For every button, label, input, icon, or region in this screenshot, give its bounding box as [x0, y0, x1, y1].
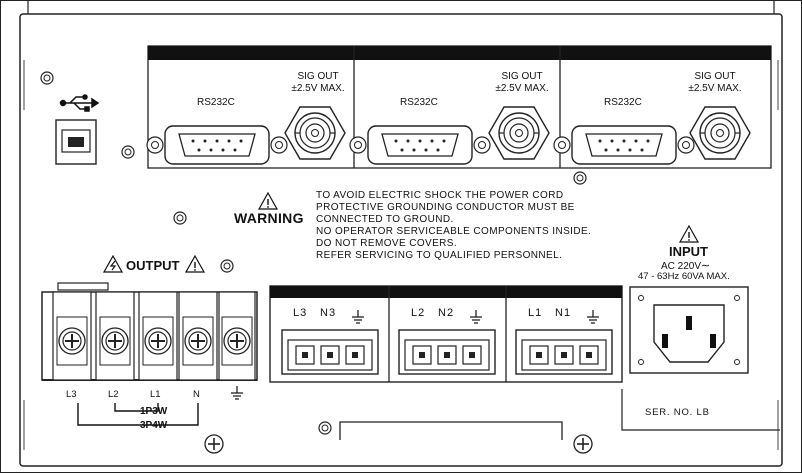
- serial-number-label: SER. NO. LB: [645, 407, 710, 418]
- sig-out-title: SIG OUT: [501, 71, 543, 82]
- output-terminal-l3[interactable]: [58, 327, 86, 355]
- warning-line: REFER SERVICING TO QUALIFIED PERSONNEL.: [316, 250, 563, 261]
- input-voltage-row: AC 220V∼: [661, 259, 710, 272]
- sig-out-range: ±2.5V MAX.: [291, 83, 345, 94]
- warning-line: NO OPERATOR SERVICEABLE COMPONENTS INSID…: [316, 226, 592, 237]
- ground-screw[interactable]: [204, 434, 224, 454]
- panel-screw: [573, 171, 587, 185]
- rs232c-connector[interactable]: [553, 125, 695, 165]
- terminal-label-l3: L3: [66, 389, 77, 400]
- input-label-line: L3: [293, 307, 308, 319]
- usb-icon: [59, 94, 100, 112]
- input-label-neutral: N2: [438, 307, 455, 319]
- sig-out-range: ±2.5V MAX.: [688, 83, 742, 94]
- terminal-label-l1: L1: [150, 389, 161, 400]
- sig-out-title: SIG OUT: [297, 71, 339, 82]
- ac-inlet[interactable]: [629, 286, 749, 374]
- panel-screw: [318, 421, 332, 435]
- rs232c-label: RS232C: [197, 97, 235, 108]
- output-title: OUTPUT: [126, 258, 180, 273]
- config-3p4w-label: 3P4W: [140, 420, 168, 431]
- output-terminal-l1[interactable]: [144, 327, 172, 355]
- ground-screw[interactable]: [573, 434, 593, 454]
- rs232c-connector[interactable]: [349, 125, 491, 165]
- input-voltage: AC 220V: [661, 261, 702, 272]
- warning-line: PROTECTIVE GROUNDING CONDUCTOR MUST BE: [316, 202, 575, 213]
- input-socket-l3[interactable]: [281, 329, 379, 375]
- terminal-label-l2: L2: [108, 389, 119, 400]
- warning-line: TO AVOID ELECTRIC SHOCK THE POWER CORD: [316, 190, 564, 201]
- sig-out-label: SIG OUT ±2.5V MAX.: [492, 71, 552, 95]
- input-label-line: L1: [528, 307, 543, 319]
- sig-out-range: ±2.5V MAX.: [495, 83, 549, 94]
- ac-wave-icon: ∼: [701, 260, 711, 272]
- output-terminal-n[interactable]: [184, 327, 212, 355]
- sig-out-title: SIG OUT: [694, 71, 736, 82]
- output-terminal-ground[interactable]: [223, 327, 251, 355]
- rs232c-connector[interactable]: [146, 125, 288, 165]
- bottom-plate: [339, 421, 563, 440]
- wiring-config-brackets: [77, 403, 199, 426]
- warning-line: DO NOT REMOVE COVERS.: [316, 238, 458, 249]
- rs232c-label: RS232C: [604, 97, 642, 108]
- input-label-neutral: N1: [555, 307, 572, 319]
- panel-screw: [40, 71, 54, 85]
- input-label-neutral: N3: [320, 307, 337, 319]
- sig-out-label: SIG OUT ±2.5V MAX.: [685, 71, 745, 95]
- config-1p3w-label: 1P3W: [140, 406, 168, 417]
- input-socket-l1[interactable]: [515, 329, 613, 375]
- serial-plate: [621, 389, 780, 431]
- warning-title: WARNING: [234, 210, 304, 226]
- rs232c-label: RS232C: [400, 97, 438, 108]
- input-label-line: L2: [411, 307, 426, 319]
- input-title: INPUT: [669, 244, 708, 259]
- panel-screw: [173, 211, 187, 225]
- input-spec: 47 - 63Hz 60VA MAX.: [638, 271, 730, 282]
- sig-out-label: SIG OUT ±2.5V MAX.: [288, 71, 348, 95]
- output-terminal-l2[interactable]: [101, 327, 129, 355]
- terminal-label-n: N: [193, 389, 200, 400]
- warning-line: CONNECTED TO GROUND.: [316, 214, 454, 225]
- usb-port[interactable]: [55, 119, 97, 165]
- input-socket-l2[interactable]: [398, 329, 496, 375]
- panel-screw: [220, 259, 234, 273]
- panel-screw: [121, 145, 135, 159]
